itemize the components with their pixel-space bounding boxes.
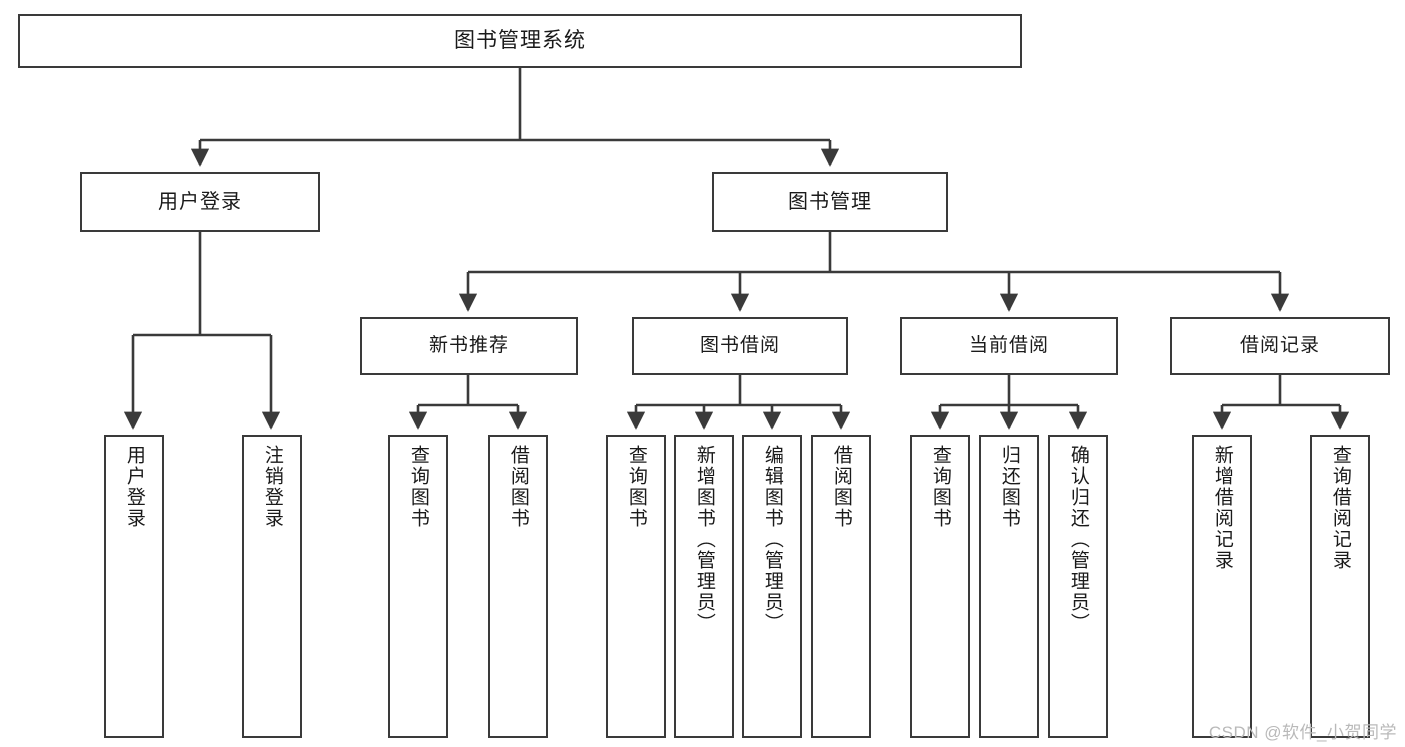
leaf-user-login-logout[interactable]: 注销登录 <box>242 435 302 738</box>
leaf-book-borrow-add[interactable]: 新增图书（管理员） <box>674 435 734 738</box>
leaf-records-query[interactable]: 查询借阅记录 <box>1310 435 1370 738</box>
leaf-book-borrow-query-label: 查询图书 <box>625 445 647 529</box>
node-borrow-records[interactable]: 借阅记录 <box>1170 317 1390 375</box>
leaf-book-borrow-borrow[interactable]: 借阅图书 <box>811 435 871 738</box>
node-root-system[interactable]: 图书管理系统 <box>18 14 1022 68</box>
node-book-management-label: 图书管理 <box>788 190 872 213</box>
node-borrow-records-label: 借阅记录 <box>1239 335 1320 357</box>
node-user-login-label: 用户登录 <box>158 190 242 213</box>
node-new-book-recommend-label: 新书推荐 <box>428 335 509 357</box>
node-current-borrow[interactable]: 当前借阅 <box>900 317 1118 375</box>
leaf-current-borrow-query[interactable]: 查询图书 <box>910 435 970 738</box>
leaf-book-borrow-edit-label: 编辑图书（管理员） <box>761 445 783 634</box>
node-root-system-label: 图书管理系统 <box>454 28 586 52</box>
leaf-current-borrow-confirm-label: 确认归还（管理员） <box>1067 445 1089 634</box>
leaf-book-borrow-add-label: 新增图书（管理员） <box>693 445 715 634</box>
node-current-borrow-label: 当前借阅 <box>968 335 1049 357</box>
leaf-current-borrow-confirm[interactable]: 确认归还（管理员） <box>1048 435 1108 738</box>
node-book-borrow-label: 图书借阅 <box>699 335 780 357</box>
leaf-new-book-borrow[interactable]: 借阅图书 <box>488 435 548 738</box>
leaf-new-book-query[interactable]: 查询图书 <box>388 435 448 738</box>
leaf-book-borrow-query[interactable]: 查询图书 <box>606 435 666 738</box>
leaf-records-add-label: 新增借阅记录 <box>1211 445 1233 571</box>
node-book-borrow[interactable]: 图书借阅 <box>632 317 848 375</box>
node-book-management[interactable]: 图书管理 <box>712 172 948 232</box>
leaf-records-add[interactable]: 新增借阅记录 <box>1192 435 1252 738</box>
leaf-user-login-login[interactable]: 用户登录 <box>104 435 164 738</box>
node-user-login[interactable]: 用户登录 <box>80 172 320 232</box>
leaf-book-borrow-borrow-label: 借阅图书 <box>830 445 852 529</box>
node-new-book-recommend[interactable]: 新书推荐 <box>360 317 578 375</box>
leaf-user-login-logout-label: 注销登录 <box>261 445 283 529</box>
leaf-new-book-borrow-label: 借阅图书 <box>507 445 529 529</box>
leaf-book-borrow-edit[interactable]: 编辑图书（管理员） <box>742 435 802 738</box>
leaf-user-login-login-label: 用户登录 <box>123 445 145 529</box>
leaf-current-borrow-return[interactable]: 归还图书 <box>979 435 1039 738</box>
leaf-current-borrow-query-label: 查询图书 <box>929 445 951 529</box>
watermark-text: CSDN @软件_小贺同学 <box>1208 723 1397 742</box>
leaf-current-borrow-return-label: 归还图书 <box>998 445 1020 529</box>
leaf-records-query-label: 查询借阅记录 <box>1329 445 1351 571</box>
leaf-new-book-query-label: 查询图书 <box>407 445 429 529</box>
